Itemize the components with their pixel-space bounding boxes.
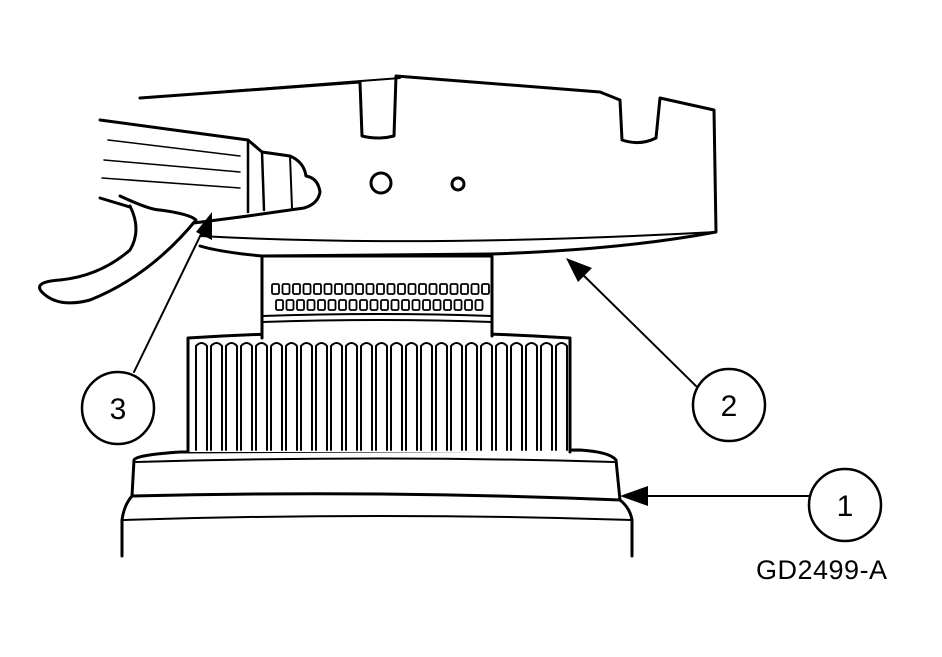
callout-circle-3	[80, 370, 156, 446]
gear-tooth	[405, 342, 418, 451]
callout-number-2: 2	[721, 390, 738, 423]
collar-slot	[407, 283, 417, 295]
gear-tooth	[210, 342, 223, 451]
callout-number-1: 1	[837, 490, 854, 523]
collar-ring	[260, 254, 494, 340]
collar-slot	[359, 299, 368, 311]
collar-slot	[344, 283, 354, 295]
gear-tooth	[525, 342, 538, 451]
arrowhead-1	[620, 486, 648, 506]
collar-slot	[453, 299, 463, 311]
collar-slot	[397, 283, 406, 295]
gear-tooth	[240, 342, 253, 451]
figure-id: GD2499-A	[756, 555, 888, 585]
callout-circle-2	[691, 367, 767, 443]
collar-slot	[449, 283, 459, 295]
collar-slot	[348, 299, 358, 311]
collar-slot	[390, 299, 400, 311]
gear-tooth	[510, 342, 523, 451]
collar-slot	[481, 283, 490, 295]
collar-slot	[327, 299, 337, 311]
spline-gear	[186, 330, 572, 454]
collar-slot	[355, 283, 364, 295]
collar-slot	[292, 283, 301, 295]
collar-slot	[474, 299, 484, 311]
gear-tooth	[270, 342, 283, 451]
tool-handle	[38, 118, 322, 305]
collar-slot	[460, 283, 469, 295]
collar-slot	[302, 283, 312, 295]
gear-tooth	[435, 342, 448, 451]
collar-slot	[306, 299, 316, 311]
collar-slot	[401, 299, 410, 311]
callout-circle-1	[807, 467, 883, 543]
gear-tooth	[315, 342, 328, 451]
collar-slot	[464, 299, 473, 311]
gear-tooth	[540, 342, 553, 451]
gear-tooth	[195, 342, 208, 451]
collar-slot	[380, 299, 389, 311]
collar-slot	[386, 283, 396, 295]
gear-tooth	[345, 342, 358, 451]
collar-slot	[296, 299, 305, 311]
collar-slot	[376, 283, 385, 295]
collar-slot	[271, 283, 280, 295]
gear-tooth	[330, 342, 343, 451]
leader-line-2	[573, 265, 697, 387]
arrowhead-2	[566, 258, 592, 282]
collar-slot	[281, 283, 291, 295]
collar-slot	[443, 299, 452, 311]
collar-slot	[365, 283, 375, 295]
gear-tooth	[375, 342, 388, 451]
collar-slot	[338, 299, 347, 311]
collar-slot	[285, 299, 295, 311]
collar-slot	[411, 299, 421, 311]
collar-slot	[317, 299, 326, 311]
shaft-housing	[120, 448, 634, 558]
gear-tooth	[285, 342, 298, 451]
gear-tooth	[450, 342, 463, 451]
collar-slot	[422, 299, 431, 311]
gear-tooth	[495, 342, 508, 451]
collar-slot	[323, 283, 333, 295]
collar-slot	[418, 283, 427, 295]
gear-tooth	[300, 342, 313, 451]
gear-tooth	[360, 342, 373, 451]
gear-tooth	[555, 342, 568, 451]
collar-slot	[432, 299, 442, 311]
collar-slot	[470, 283, 480, 295]
gear-tooth	[465, 342, 478, 451]
collar-slot	[313, 283, 322, 295]
gear-tooth	[480, 342, 493, 451]
gear-tooth	[390, 342, 403, 451]
collar-slot	[334, 283, 343, 295]
collar-slot	[275, 299, 284, 311]
gear-tooth	[225, 342, 238, 451]
collar-slot	[439, 283, 448, 295]
leader-line-3	[133, 223, 207, 373]
collar-slot	[428, 283, 438, 295]
arrowhead-3	[196, 212, 212, 240]
gear-tooth	[255, 342, 268, 451]
collar-slot	[369, 299, 379, 311]
callout-number-3: 3	[110, 393, 127, 426]
gear-tooth	[420, 342, 433, 451]
